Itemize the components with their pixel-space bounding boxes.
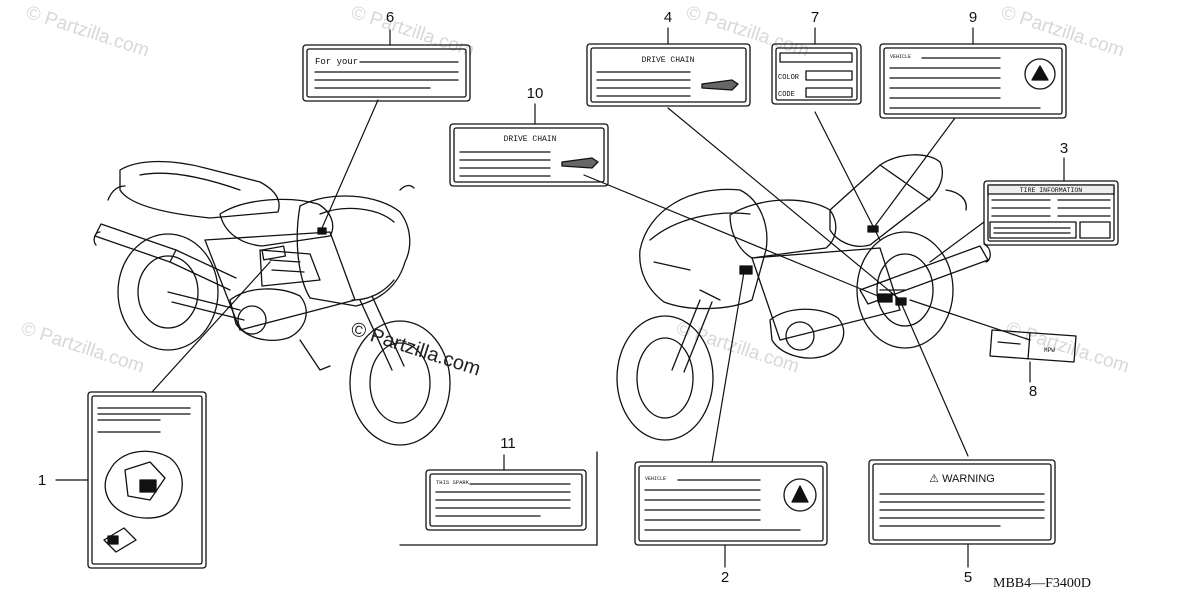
callout-5: 5	[964, 569, 972, 586]
drive-chain-label-4: DRIVE CHAIN	[586, 43, 751, 107]
label-6-text: For your	[315, 57, 358, 67]
motorcycle-left-view	[93, 160, 451, 446]
warning-label-5: ⚠ WARNING	[868, 459, 1056, 545]
vehicle-label-2: VEHICLE	[634, 461, 828, 546]
label-3-title: TIRE INFORMATION	[1020, 187, 1083, 194]
label-11-title: THIS SPARK	[436, 479, 470, 486]
spark-arrester-label-11: THIS SPARK	[399, 451, 598, 546]
label-7-color: COLOR	[778, 74, 800, 82]
color-label-7: COLOR CODE	[771, 43, 862, 105]
callout-6: 6	[386, 9, 394, 26]
drive-chain-label-10: DRIVE CHAIN	[449, 123, 609, 187]
label-8-text: MPW	[1044, 347, 1055, 354]
label-7-code: CODE	[778, 91, 795, 99]
callout-3: 3	[1060, 140, 1068, 157]
emission-label-1	[87, 391, 207, 569]
label-9-title: VEHICLE	[890, 54, 911, 60]
callout-4: 4	[664, 9, 672, 26]
callout-10: 10	[527, 85, 544, 102]
caution-label-6: For your	[302, 44, 471, 102]
vehicle-label-9: VEHICLE	[879, 43, 1067, 119]
callout-9: 9	[969, 9, 977, 26]
callout-11: 11	[500, 435, 516, 452]
diagram-code: MBB4—F3400D	[993, 576, 1092, 591]
label-2-title: VEHICLE	[645, 476, 666, 482]
label-5-title: ⚠ WARNING	[929, 473, 995, 485]
label-8: MPW	[989, 329, 1077, 363]
tire-information-label-3: TIRE INFORMATION	[983, 180, 1119, 246]
leader-lines	[55, 27, 1065, 568]
callout-1: 1	[38, 472, 46, 489]
callout-7: 7	[811, 9, 819, 26]
label-4-title: DRIVE CHAIN	[642, 56, 695, 65]
callout-8: 8	[1029, 383, 1037, 400]
motorcycle-right-view	[616, 154, 991, 441]
callout-2: 2	[721, 569, 729, 586]
label-10-title: DRIVE CHAIN	[504, 135, 557, 144]
